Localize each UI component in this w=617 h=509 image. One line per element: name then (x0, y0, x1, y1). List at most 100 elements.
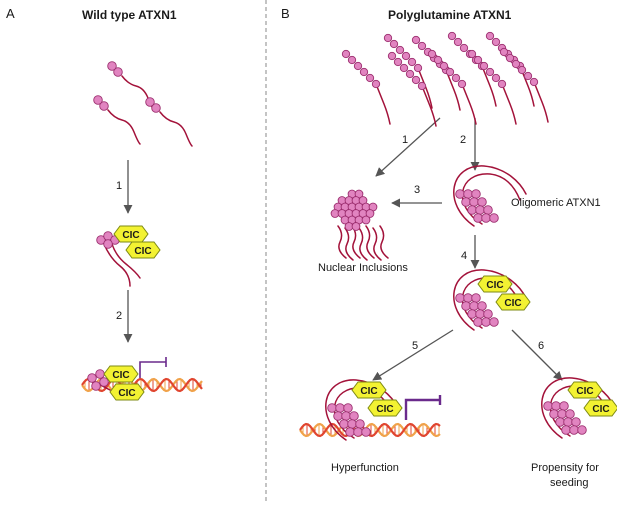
polyq-bead (327, 403, 337, 413)
polyq-bead (411, 35, 421, 45)
hyperfunction-label: Hyperfunction (331, 462, 399, 474)
cic-shape (567, 381, 603, 399)
cic-tag: CIC (495, 293, 531, 311)
polyq-bead (433, 55, 443, 65)
polyq-bead (347, 55, 357, 65)
polyq-bead (413, 63, 423, 73)
polyq-bead (565, 409, 575, 419)
polyq-bead (455, 189, 465, 199)
polyq-bead (99, 101, 109, 111)
polyq-bead (361, 215, 371, 225)
cic-label: CIC (118, 388, 135, 399)
polyq-bead (563, 417, 573, 427)
polyq-bead (517, 65, 527, 75)
polyq-bead (351, 222, 361, 231)
atxn1-tail (103, 243, 131, 287)
polyq-bead (477, 301, 487, 311)
atxn1-tail (421, 85, 437, 127)
polyq-bead (445, 67, 455, 77)
atxn1-tail (159, 111, 193, 147)
polyq-bead (353, 61, 363, 71)
polyq-bead (461, 197, 471, 207)
polyq-bead (427, 49, 437, 59)
polyq-bead (463, 293, 473, 303)
polyq-bead (145, 97, 155, 107)
polyq-bead (499, 47, 509, 57)
polyq-bead (333, 411, 343, 421)
polyq-bead (491, 73, 501, 83)
propensity-label-line1: Propensity for (531, 462, 599, 474)
polyq-bead (469, 197, 479, 207)
oligomeric-atxn1 (453, 165, 527, 227)
polyq-monomer (427, 49, 477, 125)
polyq-bead (349, 411, 359, 421)
inclusion-tail (337, 225, 347, 259)
polyq-bead (411, 75, 421, 85)
nuclear-inclusions-label: Nuclear Inclusions (318, 262, 408, 274)
polyq-bead (405, 69, 415, 79)
wt-monomer (93, 95, 141, 145)
polyq-bead (463, 189, 473, 199)
polyq-bead (529, 77, 539, 87)
atxn1-tail (111, 243, 141, 279)
cic-tag: CIC (583, 399, 617, 417)
atxn1-tail (417, 67, 433, 109)
polyq-monomer (467, 49, 517, 125)
cic-shape (109, 383, 145, 401)
cic-label: CIC (112, 370, 129, 381)
cic-tag: CIC (351, 381, 387, 399)
polyq-bead (471, 293, 481, 303)
polyq-bead (459, 43, 469, 53)
polyq-bead (551, 401, 561, 411)
polyq-bead (395, 45, 405, 55)
polyq-bead (473, 213, 483, 223)
polyq-bead (485, 31, 495, 41)
polyq-bead (577, 425, 587, 435)
polyq-bead (571, 417, 581, 427)
polyq-bead (455, 293, 465, 303)
repressor-line (139, 361, 166, 378)
polyq-bead (447, 31, 457, 41)
polyq-bead (93, 95, 103, 105)
cic-tag: CIC (367, 399, 403, 417)
polyq-bead (453, 37, 463, 47)
polyq-monomer (499, 47, 549, 123)
inclusion-tail (351, 225, 361, 259)
polyq-bead (361, 427, 371, 437)
polyq-bead (99, 377, 109, 387)
polyq-bead (399, 63, 409, 73)
inclusion-tail (344, 227, 354, 261)
polyq-monomer (341, 49, 391, 125)
polyq-bead (511, 59, 521, 69)
cic-label: CIC (122, 230, 139, 241)
dna-strand (81, 377, 203, 393)
repressor-a (139, 357, 167, 378)
cic-shape (495, 293, 531, 311)
cic-label: CIC (592, 404, 609, 415)
polyq-bead (489, 213, 499, 223)
polyq-bead (95, 369, 105, 379)
cic-tag: CIC (113, 225, 149, 243)
cic-shape (113, 225, 149, 243)
polyq-bead (557, 409, 567, 419)
arrow-b-1 (375, 117, 441, 177)
polyq-bead (365, 73, 375, 83)
polyq-bead (355, 419, 365, 429)
polyq-bead (417, 81, 427, 91)
polyq-bead (389, 39, 399, 49)
polyq-bead (475, 205, 485, 215)
polyq-bead (467, 309, 477, 319)
polyq-bead (473, 317, 483, 327)
polyq-bead (467, 205, 477, 215)
polyq-bead (365, 209, 375, 218)
polyq-bead (479, 61, 489, 71)
polyq-bead (481, 213, 491, 223)
polyq-bead (359, 67, 369, 77)
cic-tag: CIC (109, 383, 145, 401)
panel-a-title: Wild type ATXN1 (82, 8, 177, 22)
inclusion-tail (365, 225, 375, 259)
molecule-layer (87, 31, 615, 441)
polyq-bead (497, 79, 507, 89)
